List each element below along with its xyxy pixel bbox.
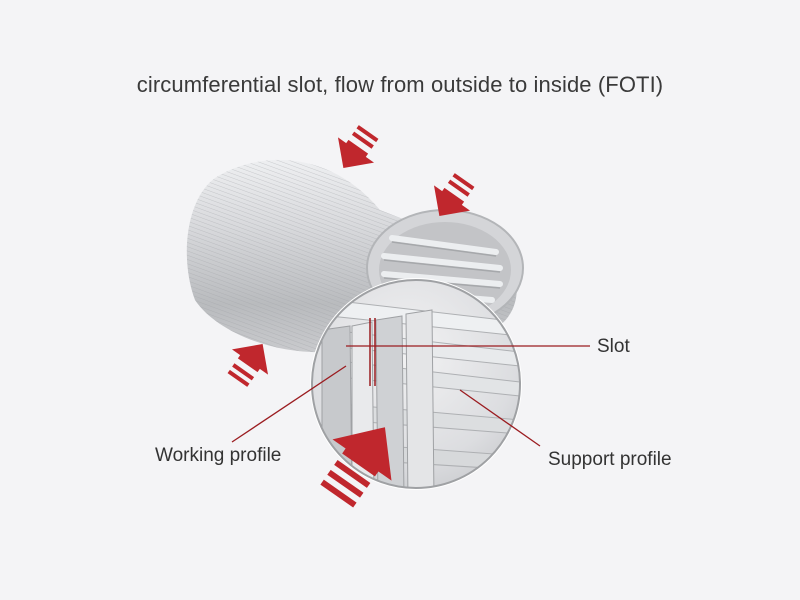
working-profile-leader-line <box>231 365 347 443</box>
working-profile-wires <box>321 309 435 488</box>
support-profile-label: Support profile <box>548 449 672 470</box>
flow-arrows <box>227 125 475 508</box>
diagram-title: circumferential slot, flow from outside … <box>136 72 664 97</box>
leader-lines <box>231 345 590 447</box>
support-profile-leader-line <box>459 389 541 447</box>
slot-indicator <box>369 318 376 386</box>
working-profile-label: Working profile <box>155 445 282 466</box>
flow-arrow-icon <box>227 343 269 387</box>
flow-arrow-icon <box>320 427 392 508</box>
flow-arrow-icon <box>337 125 379 169</box>
magnified-detail <box>310 278 522 490</box>
slot-label: Slot <box>597 336 630 357</box>
flow-arrow-icon <box>433 173 475 217</box>
